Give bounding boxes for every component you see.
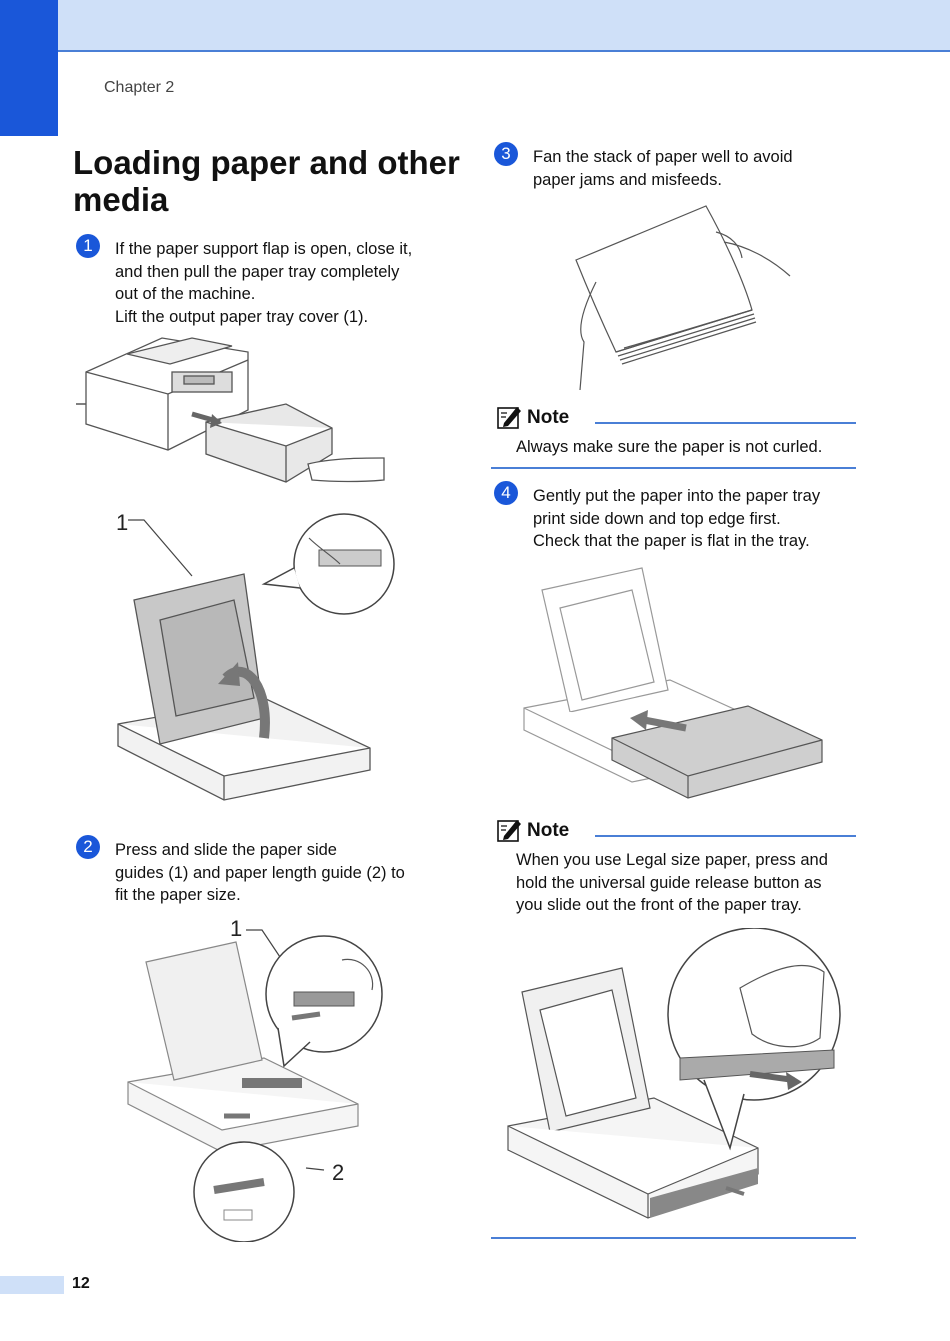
note-rule bbox=[595, 835, 856, 837]
page-title: Loading paper and other media bbox=[73, 144, 460, 218]
step-3-line: paper jams and misfeeds. bbox=[533, 170, 722, 189]
step-1-line: and then pull the paper tray completely bbox=[115, 262, 400, 281]
note-box-curl: Note Always make sure the paper is not c… bbox=[491, 403, 856, 456]
note-line-text: Always make sure the paper is not curled… bbox=[516, 438, 823, 456]
page-number-strip bbox=[0, 1276, 64, 1294]
tray-cover-lift-illustration bbox=[117, 513, 395, 801]
step-2-text: Press and slide the paper side guides (1… bbox=[115, 839, 455, 907]
step-3-text: Fan the stack of paper well to avoid pap… bbox=[533, 146, 873, 191]
note-line-text: When you use Legal size paper, press and bbox=[516, 851, 828, 869]
step-1-line: out of the machine. bbox=[115, 285, 256, 303]
step-1-line: If the paper support flap is open, close… bbox=[115, 240, 413, 258]
note-line-text: you slide out the front of the paper tra… bbox=[516, 896, 802, 914]
chapter-tab bbox=[0, 0, 58, 136]
note-line-text: hold the universal guide release button … bbox=[516, 873, 822, 892]
note-bottom-rule bbox=[491, 1237, 856, 1239]
step-1-text: If the paper support flap is open, close… bbox=[115, 238, 455, 328]
paper-guides-illustration bbox=[127, 929, 383, 1242]
step-1-badge: 1 bbox=[76, 234, 100, 258]
length-guide-callout-label: 2 bbox=[332, 1160, 345, 1185]
note-bottom-rule bbox=[491, 467, 856, 469]
step-2-line: Press and slide the paper side bbox=[115, 841, 337, 859]
note-rule bbox=[595, 422, 856, 424]
step-4-line: Gently put the paper into the paper tray bbox=[533, 487, 821, 505]
note-header: Note bbox=[491, 403, 856, 433]
header-band bbox=[0, 0, 950, 52]
fan-paper-illustration bbox=[575, 205, 791, 390]
legal-size-release-illustration bbox=[507, 928, 841, 1219]
paper-into-tray-illustration bbox=[523, 567, 823, 799]
note-title: Note bbox=[527, 820, 570, 841]
note-box-legal: Note When you use Legal size paper, pres… bbox=[491, 816, 856, 914]
note-header: Note bbox=[491, 816, 856, 846]
step-4-badge: 4 bbox=[494, 481, 518, 505]
side-guide-callout-label: 1 bbox=[230, 916, 243, 941]
note-pencil-icon bbox=[497, 407, 521, 429]
page-number: 12 bbox=[72, 1275, 90, 1292]
step-2-line: guides (1) and paper length guide (2) to bbox=[115, 863, 405, 882]
step-2-badge: 2 bbox=[76, 835, 100, 859]
step-4-line: Check that the paper is flat in the tray… bbox=[533, 532, 810, 550]
step-1-line: Lift the output paper tray cover (1). bbox=[115, 307, 369, 326]
note-title: Note bbox=[527, 407, 570, 428]
step-3-badge: 3 bbox=[494, 142, 518, 166]
step-3-line: Fan the stack of paper well to avoid bbox=[533, 148, 793, 166]
cover-callout-label: 1 bbox=[116, 510, 129, 535]
note-pencil-icon bbox=[497, 820, 521, 842]
step-4-line: print side down and top edge first. bbox=[533, 509, 781, 528]
step-4-text: Gently put the paper into the paper tray… bbox=[533, 485, 873, 553]
machine-tray-illustration bbox=[76, 337, 385, 483]
note-text: When you use Legal size paper, press and… bbox=[516, 849, 828, 917]
note-text: Always make sure the paper is not curled… bbox=[516, 436, 822, 459]
chapter-label: Chapter 2 bbox=[104, 79, 175, 96]
step-2-line: fit the paper size. bbox=[115, 886, 241, 904]
